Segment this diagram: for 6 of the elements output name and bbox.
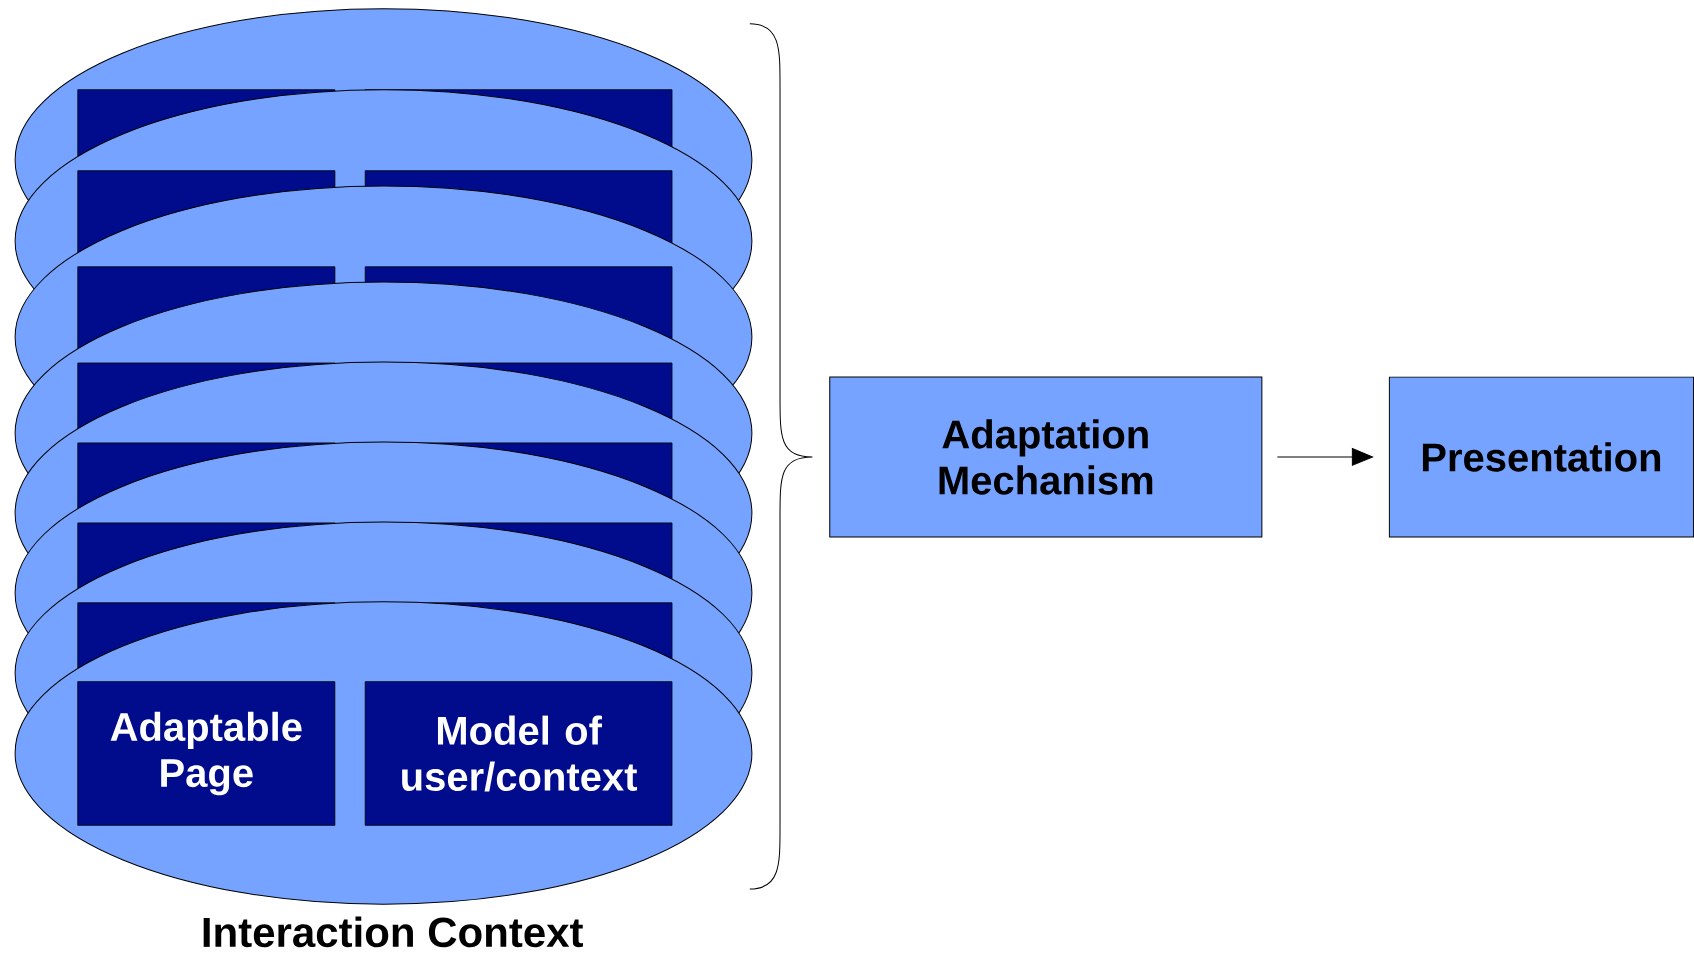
process-box: Presentation <box>1388 376 1694 538</box>
text-box: Adaptable Page <box>77 681 336 826</box>
process-box: Adaptation Mechanism <box>829 376 1263 538</box>
text-box: Model of user/context <box>364 681 673 826</box>
arrow <box>1276 448 1374 466</box>
node-label: Interaction Context <box>203 916 583 948</box>
